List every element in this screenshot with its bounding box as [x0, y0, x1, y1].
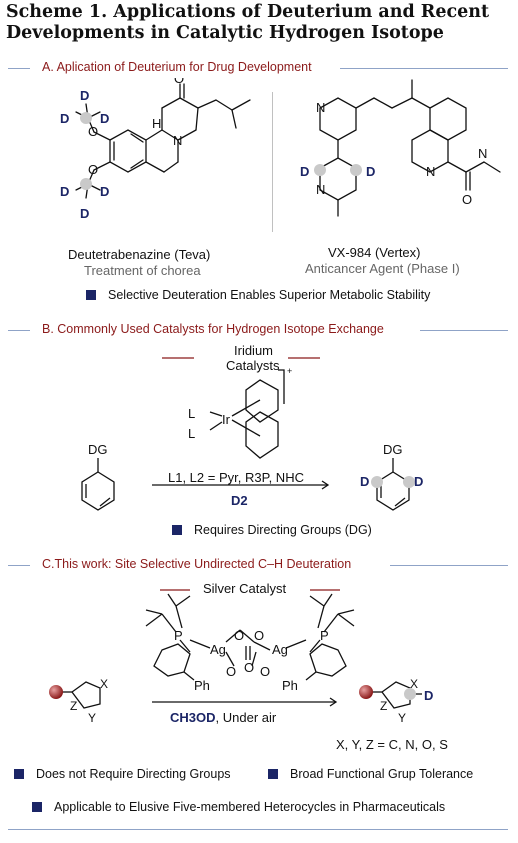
section-b-bullet-text: Requires Directing Groups (DG): [194, 523, 372, 537]
deuteration-reagent: CH3OD: [170, 710, 216, 725]
charge-plus: +: [287, 366, 292, 376]
atom-z: Z: [70, 699, 77, 713]
atom-d: D: [80, 88, 89, 103]
section-c-rule-right: [390, 565, 508, 566]
atom-o: O: [174, 78, 184, 86]
atom-p: P: [174, 628, 183, 643]
section-b-bullet: Requires Directing Groups (DG): [172, 523, 372, 537]
atom-n: N: [478, 146, 487, 161]
section-c-bullet-2: Broad Functional Grup Tolerance: [268, 767, 473, 781]
atom-ir: Ir: [222, 412, 231, 427]
silver-catalyst-label: Silver Catalyst: [203, 581, 287, 596]
atom-d: D: [60, 184, 69, 199]
deuteration-conditions: CH3OD, Under air: [170, 710, 276, 725]
atom-n: N: [426, 164, 435, 179]
atom-ag: Ag: [210, 642, 226, 657]
atom-d: D: [414, 474, 423, 489]
section-a-structures: D D D D D D D D O O O N H N N N O N: [60, 78, 501, 221]
section-a-rule-right: [340, 68, 508, 69]
atom-y: Y: [88, 711, 96, 725]
atom-o: O: [462, 192, 472, 207]
bullet-square: [268, 769, 278, 779]
bullet-square: [32, 802, 42, 812]
bullet-square: [14, 769, 24, 779]
section-b-rule-left: [8, 330, 30, 331]
atom-o: O: [260, 664, 270, 679]
catalyst-line-1: Iridium: [234, 343, 274, 358]
iridium-catalyst-structure: L L Ir +: [162, 357, 320, 459]
title-line-2: Developments in Catalytic Hydrogen Isoto…: [6, 23, 444, 43]
deuterium-highlight: [314, 164, 326, 176]
atom-d: D: [80, 206, 89, 221]
hie-reaction: DG DG D D: [81, 442, 423, 511]
atom-l2: L: [188, 426, 195, 441]
scheme-title: Scheme 1. Applications of Deuterium and …: [6, 2, 506, 44]
section-a-divider: [272, 92, 273, 232]
atom-d: D: [360, 474, 369, 489]
atom-h: H: [152, 116, 161, 131]
atom-d: D: [300, 164, 309, 179]
catalyst-line-2: Catalysts: [226, 358, 280, 373]
section-c-heading: C.This work: Site Selective Undirected C…: [42, 557, 352, 571]
phenyl-label: Ph: [194, 678, 210, 690]
atom-y: Y: [398, 711, 406, 725]
atom-ag: Ag: [272, 642, 288, 657]
section-a-rule-left: [8, 68, 30, 69]
substituent-ball: [359, 685, 373, 699]
atom-d: D: [100, 111, 109, 126]
atom-x: X: [100, 677, 108, 691]
benzene-ring: [109, 129, 147, 173]
undirected-reaction: X Z Y X Z Y D: [49, 677, 433, 725]
section-a-bullet-text: Selective Deuteration Enables Superior M…: [108, 288, 431, 302]
ligand-conditions: L1, L2 = Pyr, R3P, NHC: [168, 470, 304, 485]
directing-group-label: DG: [88, 442, 108, 457]
atom-z: Z: [380, 699, 387, 713]
mol1-use: Treatment of chorea: [84, 263, 201, 278]
atom-n: N: [173, 133, 182, 148]
bottom-rule: [8, 829, 508, 830]
atom-o: O: [226, 664, 236, 679]
atom-d: D: [60, 111, 69, 126]
silver-catalyst-structure: P P Ag Ag O O O O O Ph Ph: [145, 589, 355, 690]
hie-reagent: D2: [231, 493, 248, 508]
deuterium-highlight: [80, 112, 92, 124]
mol2-use: Anticancer Agent (Phase I): [305, 261, 460, 276]
atom-d: D: [100, 184, 109, 199]
section-c-bullet-1: Does not Require Directing Groups: [14, 767, 231, 781]
section-c-bullet-2-text: Broad Functional Grup Tolerance: [290, 767, 474, 781]
bullet-square: [86, 290, 96, 300]
deuterium-highlight: [80, 178, 92, 190]
atom-x: X: [410, 677, 418, 691]
section-c-rule-left: [8, 565, 30, 566]
substituent-ball: [49, 685, 63, 699]
atom-l1: L: [188, 406, 195, 421]
section-a-heading: A. Aplication of Deuterium for Drug Deve…: [42, 60, 312, 74]
atom-o: O: [88, 162, 98, 177]
atom-d: D: [366, 164, 375, 179]
heteroatom-definition: X, Y, Z = C, N, O, S: [336, 737, 448, 752]
atom-o: O: [88, 124, 98, 139]
section-a-bullet: Selective Deuteration Enables Superior M…: [86, 288, 430, 302]
deuteration-condition-text: , Under air: [215, 710, 277, 725]
atom-o: O: [254, 628, 264, 643]
atom-o: O: [234, 628, 244, 643]
section-b-heading: B. Commonly Used Catalysts for Hydrogen …: [42, 322, 384, 336]
atom-d: D: [424, 688, 433, 703]
directing-group-label: DG: [383, 442, 403, 457]
atom-o: O: [244, 660, 254, 675]
bullet-square: [172, 525, 182, 535]
atom-p: P: [320, 628, 329, 643]
mol1-name: Deutetrabenazine (Teva): [68, 247, 211, 262]
deuterium-highlight: [350, 164, 362, 176]
title-line-1: Scheme 1. Applications of Deuterium and …: [6, 2, 490, 22]
phenyl-label: Ph: [282, 678, 298, 690]
section-c-bullet-3: Applicable to Elusive Five-membered Hete…: [32, 800, 445, 814]
atom-n: N: [316, 100, 325, 115]
section-b-rule-right: [420, 330, 508, 331]
section-c-bullet-3-text: Applicable to Elusive Five-membered Hete…: [54, 800, 446, 814]
atom-n: N: [316, 182, 325, 197]
section-c-bullet-1-text: Does not Require Directing Groups: [36, 767, 231, 781]
mol2-name: VX-984 (Vertex): [328, 245, 421, 260]
